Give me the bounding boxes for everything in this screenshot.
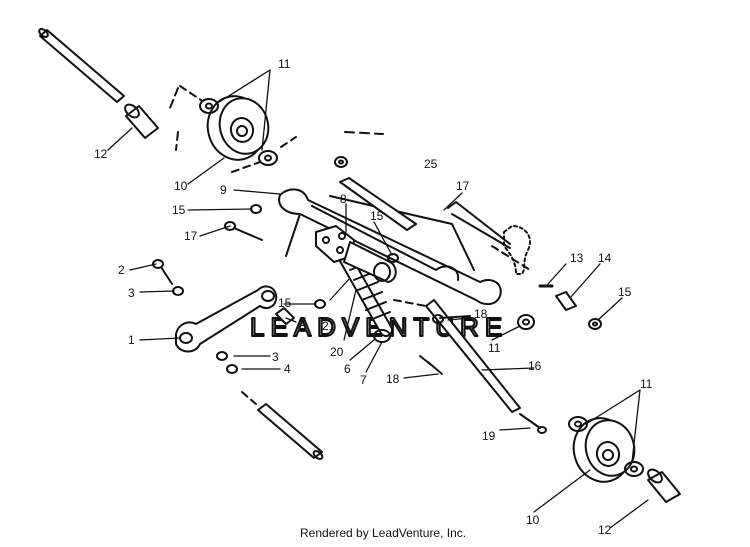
callout-7: 7 [360,373,367,387]
callout-20: 20 [330,345,344,359]
callout-16: 16 [528,359,542,373]
callout-12: 12 [598,523,612,537]
callout-11: 11 [640,377,653,391]
callout-15: 15 [172,203,186,217]
bolt-19[interactable] [519,413,547,434]
spacer-lower[interactable] [646,467,681,503]
callout-15: 15 [278,296,292,310]
callout-14: 14 [598,251,612,265]
spacer-14[interactable] [555,291,577,311]
callout-6: 6 [344,362,351,376]
idler-wheel-upper[interactable] [201,90,275,166]
credit-text: Rendered by LeadVenture, Inc. [300,526,466,540]
callout-3: 3 [272,350,279,364]
bolt-upper-right[interactable] [447,201,511,249]
bolt-17-left[interactable] [224,221,263,241]
torque-tube[interactable] [339,177,417,231]
callout-9: 9 [220,183,227,197]
callout-19: 19 [482,429,496,443]
callout-17: 17 [456,179,470,193]
callout-15: 15 [618,285,632,299]
callout-17: 17 [184,229,198,243]
callout-2: 2 [118,263,125,277]
leader-lines [107,69,649,529]
washer-upper-b[interactable] [258,150,278,166]
callout-11: 11 [488,341,501,355]
nut-4[interactable] [226,364,238,374]
bolt-18-lower[interactable] [419,355,443,375]
upper-axle[interactable] [38,27,125,103]
lower-axle[interactable] [257,403,324,461]
callout-18: 18 [474,307,488,321]
rear-axle-16[interactable] [425,299,521,413]
bolt-2[interactable] [152,259,173,285]
washer-25[interactable] [334,156,348,168]
nut-15-right[interactable] [588,318,602,330]
callout-10: 10 [174,179,188,193]
callout-13: 13 [570,251,584,265]
callout-25: 25 [424,157,438,171]
washer-upper-a[interactable] [199,98,219,114]
callout-4: 4 [284,362,291,376]
rocker-arm[interactable] [175,285,278,353]
washer-lower-b[interactable] [624,461,644,477]
nut-15-mid[interactable] [387,253,399,263]
callout-18: 18 [386,372,400,386]
bolt-18-upper[interactable] [432,314,471,324]
idler-wheel-lower[interactable] [567,412,641,488]
spacer-upper[interactable] [123,102,159,139]
mount-bracket[interactable] [503,225,531,275]
callout-21: 21 [322,319,336,333]
callout-10: 10 [526,513,540,527]
callout-1: 1 [128,333,135,347]
callout-3: 3 [128,286,135,300]
callout-11: 11 [278,57,291,71]
washer-3-lower[interactable] [216,351,228,361]
callout-5: 5 [300,315,307,329]
a-frame-arm[interactable] [278,188,502,306]
callout-8: 8 [340,192,347,206]
shock-absorber[interactable] [337,249,393,343]
washer-center-11[interactable] [517,314,535,330]
callout-15: 15 [370,209,384,223]
callout-12: 12 [94,147,108,161]
